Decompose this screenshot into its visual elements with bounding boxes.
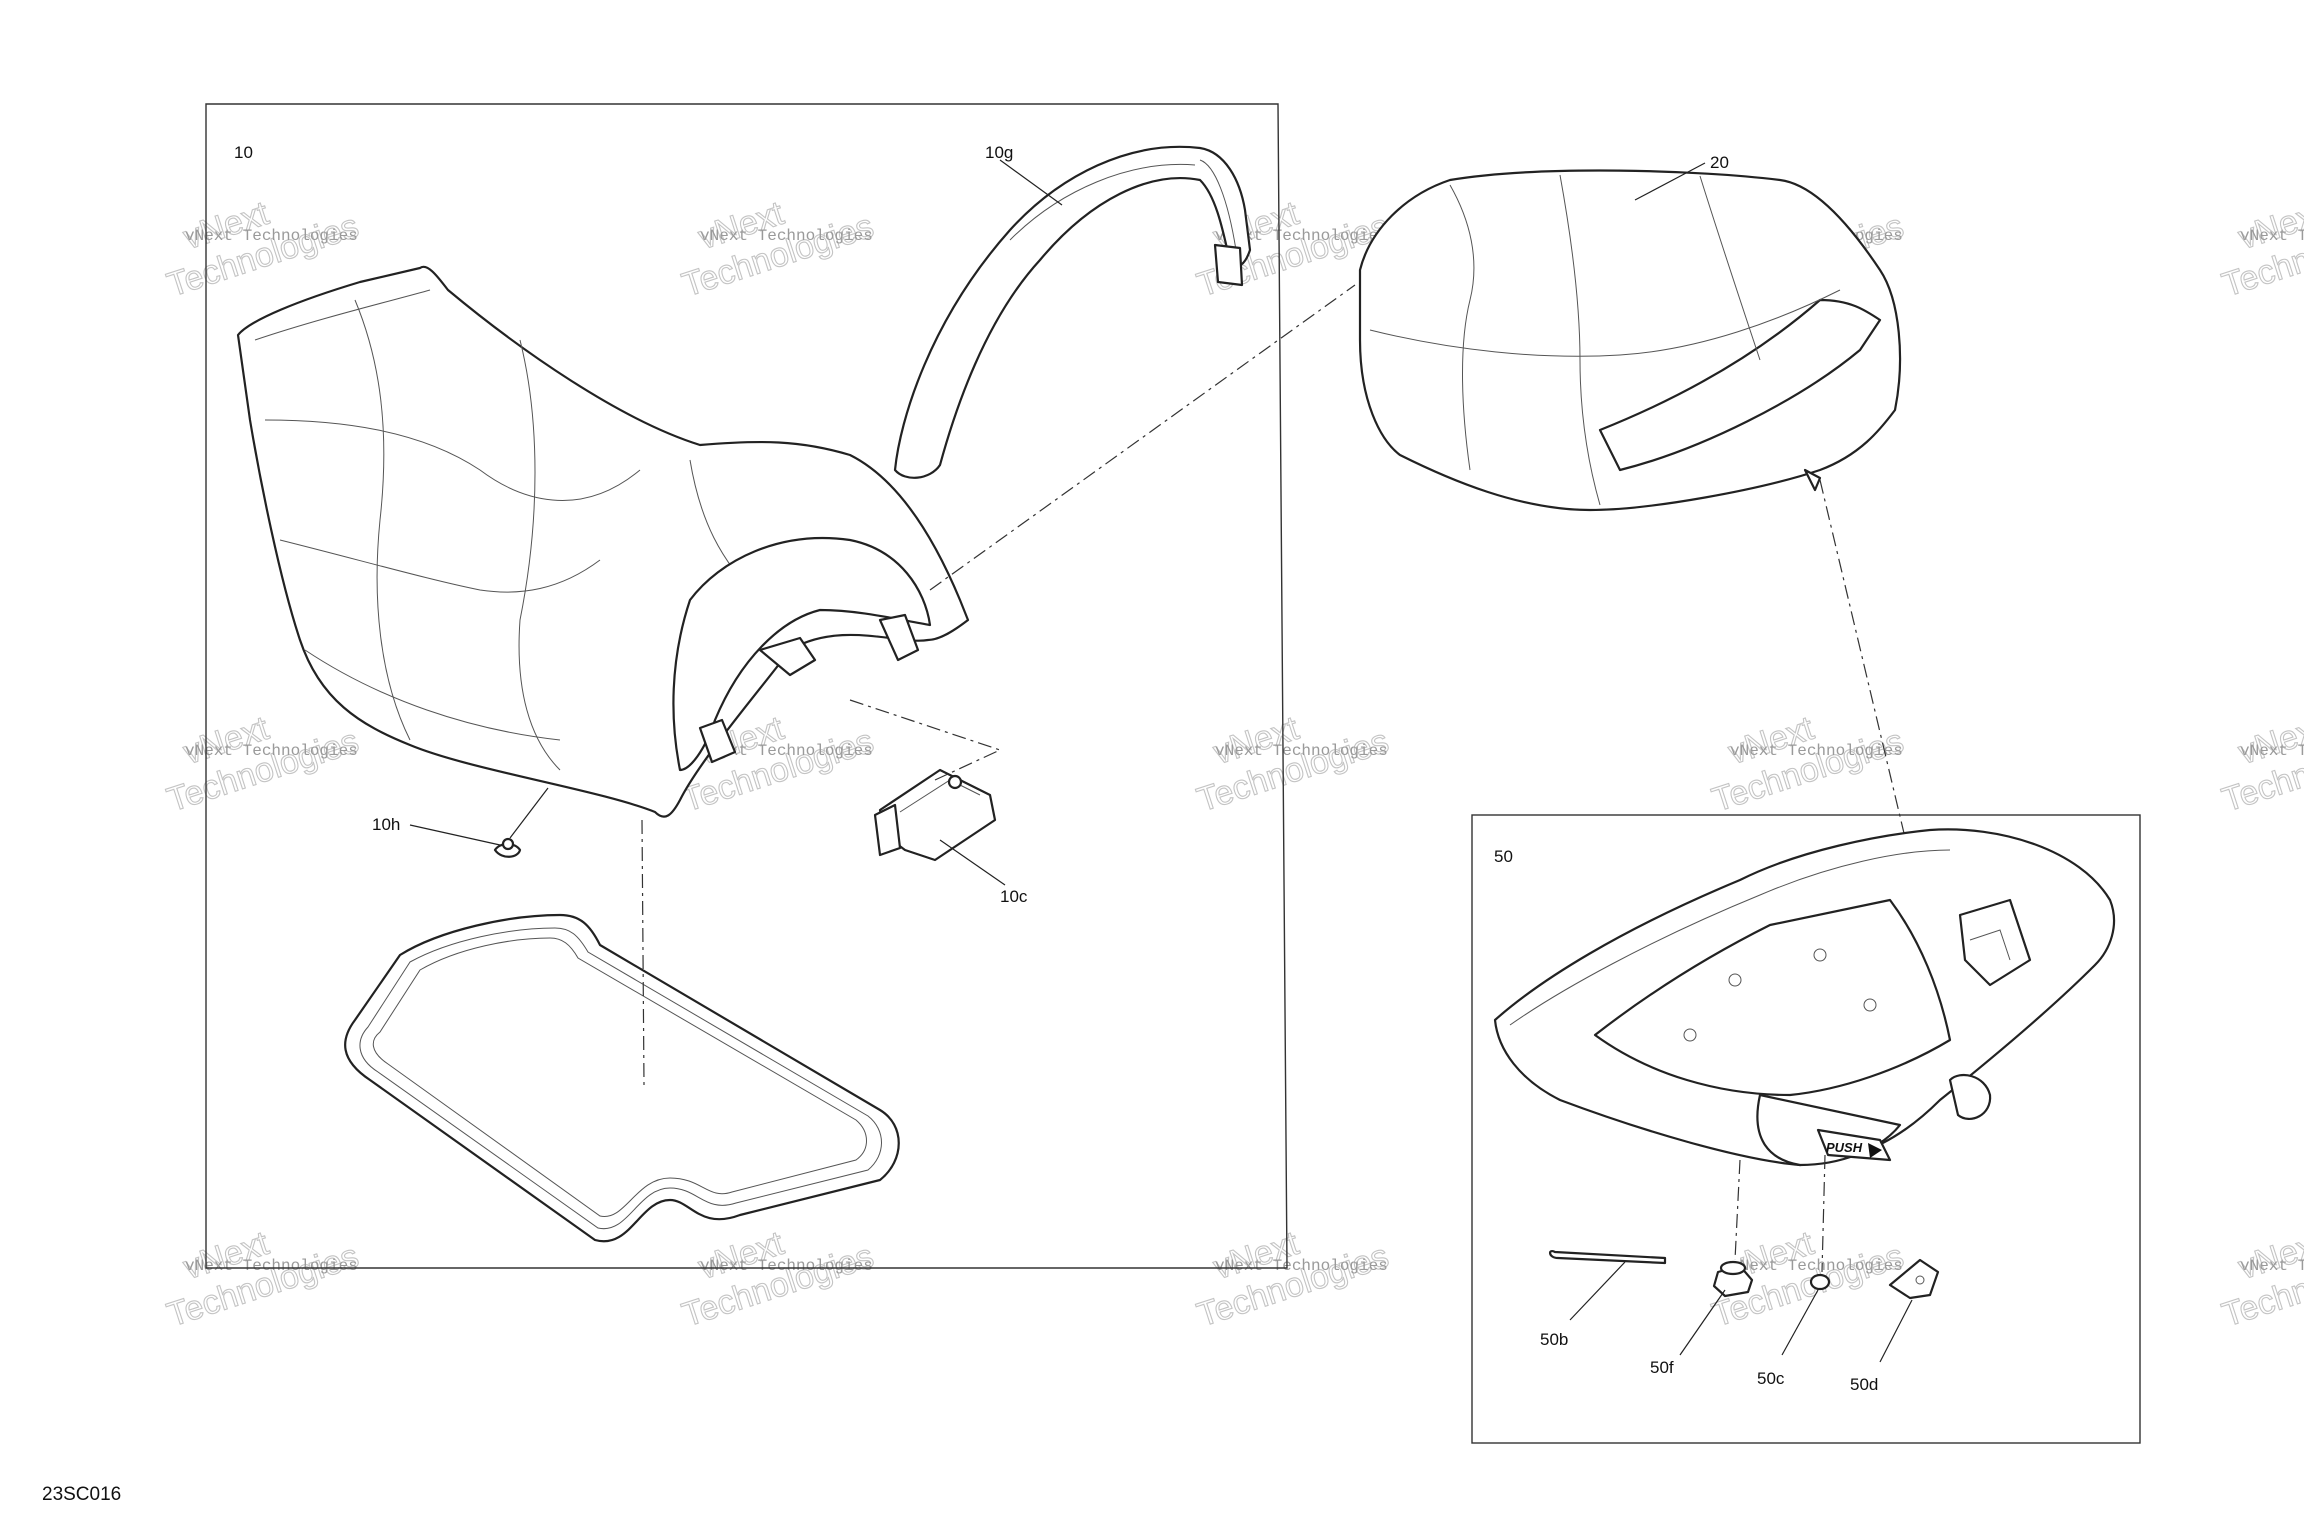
diagram-reference-code: 23SC016 [42, 1484, 121, 1505]
leader-10c [939, 839, 1006, 886]
svg-text:vNext Technologies: vNext Technologies [185, 742, 358, 760]
seal-ring [344, 913, 900, 1243]
watermark-r2c3: vNext Technologies vNext Technologies [1192, 708, 1394, 820]
leader-50c [1781, 1289, 1819, 1356]
svg-text:vNext Technologies: vNext Technologies [2240, 227, 2304, 245]
svg-text:vNext Technologies: vNext Technologies [2240, 1257, 2304, 1275]
svg-text:vNext Technologies: vNext Technologies [1215, 742, 1388, 760]
bracket-50d [1888, 1258, 1940, 1300]
group-10-frame [205, 103, 1288, 1269]
seat-base-50: PUSH [1493, 828, 2115, 1167]
svg-text:vNext Technologies: vNext Technologies [1215, 227, 1388, 245]
assembly-line-backrest [929, 284, 1356, 591]
leader-10g [999, 159, 1063, 206]
watermark-r1c1: vNext Technologies vNext Technologies [162, 193, 364, 305]
leader-10h-upper [509, 787, 549, 839]
watermark-r3c5: vNext Technologies vNext Technologies [2217, 1223, 2304, 1335]
svg-text:vNext Technologies: vNext Technologies [185, 1257, 358, 1275]
assembly-line-50f [1734, 1159, 1741, 1261]
leader-50f [1679, 1289, 1726, 1356]
callout-10g: 10g [985, 143, 1013, 162]
pin-50b [1549, 1250, 1667, 1265]
callout-50: 50 [1494, 847, 1513, 866]
latch-10c [873, 768, 997, 862]
watermark-r1c5: vNext Technologies vNext Technologies [2217, 193, 2304, 305]
leader-50b [1569, 1261, 1626, 1321]
callout-10: 10 [234, 143, 253, 162]
callout-50c: 50c [1757, 1369, 1785, 1388]
push-label: PUSH [1826, 1140, 1863, 1155]
assembly-line-seal [641, 819, 645, 1086]
group-50-frame [1471, 814, 2141, 1444]
backrest-20 [1358, 169, 1902, 512]
callout-20: 20 [1710, 153, 1729, 172]
callout-10h: 10h [372, 815, 400, 834]
leader-10h [409, 824, 501, 846]
grommet-50f [1712, 1260, 1754, 1298]
watermark-r2c5: vNext Technologies vNext Technologies [2217, 708, 2304, 820]
assembly-line-50c [1821, 1154, 1826, 1273]
svg-text:vNext Technologies: vNext Technologies [185, 227, 358, 245]
svg-text:vNext Technologies: vNext Technologies [700, 742, 873, 760]
svg-text:vNext Technologies: vNext Technologies [1215, 1257, 1388, 1275]
assembly-line-base [1819, 479, 1909, 851]
nut-50c [1809, 1273, 1831, 1291]
svg-text:vNext Technologies: vNext Technologies [1730, 1257, 1903, 1275]
watermark-r1c2: vNext Technologies vNext Technologies [677, 193, 879, 305]
leader-20 [1634, 162, 1706, 201]
callout-10c: 10c [1000, 887, 1028, 906]
svg-text:vNext Technologies: vNext Technologies [700, 227, 873, 245]
assembly-line-latch [849, 699, 1002, 781]
watermark-r3c3: vNext Technologies vNext Technologies [1192, 1223, 1394, 1335]
watermark-r2c1: vNext Technologies vNext Technologies [162, 708, 364, 820]
push-arrow-icon [1868, 1143, 1882, 1158]
seat-assembly [236, 265, 970, 818]
callout-50d: 50d [1850, 1375, 1878, 1394]
leader-50d [1879, 1299, 1913, 1363]
watermark-r3c1: vNext Technologies vNext Technologies [162, 1223, 364, 1335]
svg-text:vNext Technologies: vNext Technologies [1730, 742, 1903, 760]
clip-10h [493, 837, 522, 858]
watermark-r3c2: vNext Technologies vNext Technologies [677, 1223, 879, 1335]
svg-text:vNext Technologies: vNext Technologies [700, 1257, 873, 1275]
callout-50f: 50f [1650, 1358, 1674, 1377]
svg-text:vNext Technologies: vNext Technologies [2240, 742, 2304, 760]
grab-strap [893, 145, 1252, 479]
callout-50b: 50b [1540, 1330, 1568, 1349]
